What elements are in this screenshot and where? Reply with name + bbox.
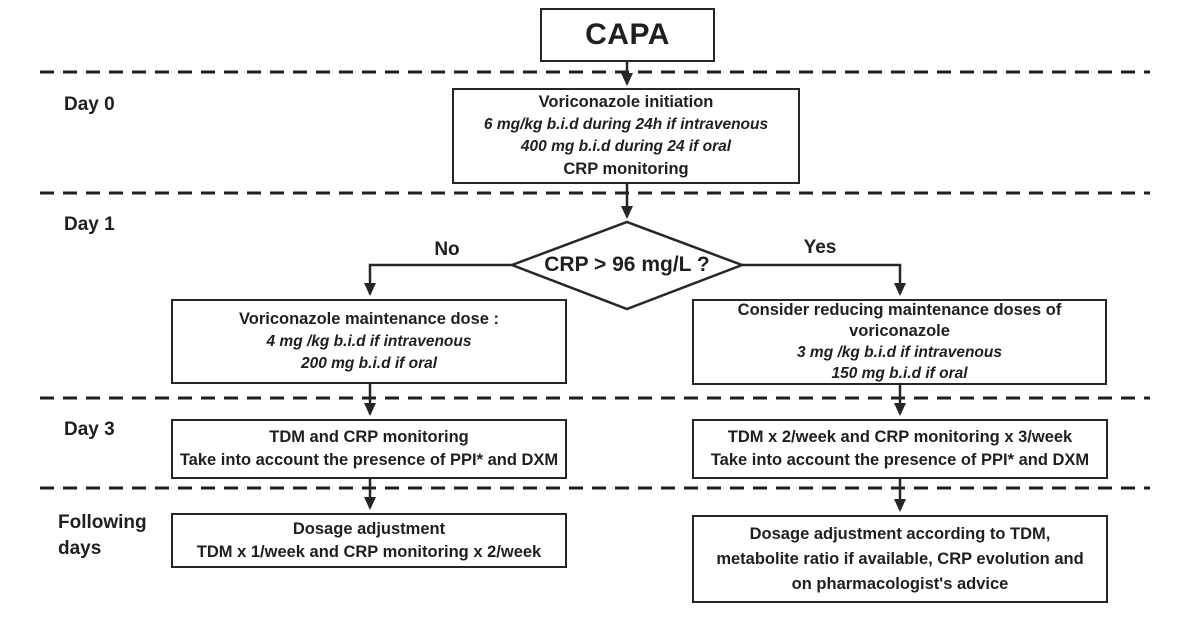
day1-left-oral: 200 mg b.i.d if oral <box>300 355 438 372</box>
day0-crp-note: CRP monitoring <box>563 160 689 178</box>
no-branch-label: No <box>434 239 460 260</box>
following-right-node: Dosage adjustment according to TDM, meta… <box>692 515 1108 603</box>
day-separator-lines <box>40 70 1150 490</box>
day0-oral-dose: 400 mg b.i.d during 24 if oral <box>520 138 732 155</box>
day0-initiation-node: Voriconazole initiation 6 mg/kg b.i.d du… <box>452 88 800 184</box>
decision-diamond <box>508 220 746 311</box>
following-left-line2: TDM x 1/week and CRP monitoring x 2/week <box>196 542 542 561</box>
row-label-day0: Day 0 <box>64 94 115 115</box>
day3-right-node: TDM x 2/week and CRP monitoring x 3/week… <box>692 419 1108 479</box>
row-label-day3: Day 3 <box>64 419 115 440</box>
yes-branch-label: Yes <box>803 237 837 258</box>
day3-left-line1: TDM and CRP monitoring <box>269 428 469 446</box>
arrow-yes-branch <box>742 263 906 296</box>
flow-arrows <box>364 61 906 512</box>
decision-question: CRP > 96 mg/L ? <box>544 253 710 276</box>
day1-right-title: Consider reducing maintenance doses of v… <box>737 301 1062 340</box>
row-label-following-days: Following days <box>58 512 147 559</box>
arrow-no-branch <box>364 263 512 296</box>
following-right-text: Dosage adjustment according to TDM, meta… <box>716 524 1084 593</box>
day1-maintenance-node: Voriconazole maintenance dose : 4 mg /kg… <box>171 299 567 384</box>
day1-left-title: Voriconazole maintenance dose : <box>238 310 500 328</box>
day3-left-line2: Take into account the presence of PPI* a… <box>179 451 559 469</box>
day3-right-line1: TDM x 2/week and CRP monitoring x 3/week <box>727 428 1073 446</box>
row-label-day1: Day 1 <box>64 214 115 235</box>
day3-left-node: TDM and CRP monitoring Take into account… <box>171 419 567 479</box>
day1-left-iv: 4 mg /kg b.i.d if intravenous <box>266 333 472 350</box>
day1-right-iv: 3 mg /kg b.i.d if intravenous <box>797 344 1002 361</box>
capa-root-label: CAPA <box>585 18 670 51</box>
day3-right-line2: Take into account the presence of PPI* a… <box>710 451 1090 469</box>
day1-reduce-node: Consider reducing maintenance doses of v… <box>692 299 1107 385</box>
capa-root-node: CAPA <box>540 8 715 62</box>
day0-iv-dose: 6 mg/kg b.i.d during 24h if intravenous <box>483 116 769 133</box>
day0-title: Voriconazole initiation <box>538 93 714 111</box>
following-left-node: Dosage adjustment TDM x 1/week and CRP m… <box>171 513 567 568</box>
following-left-line1: Dosage adjustment <box>292 519 446 538</box>
day1-right-oral: 150 mg b.i.d if oral <box>831 365 968 382</box>
